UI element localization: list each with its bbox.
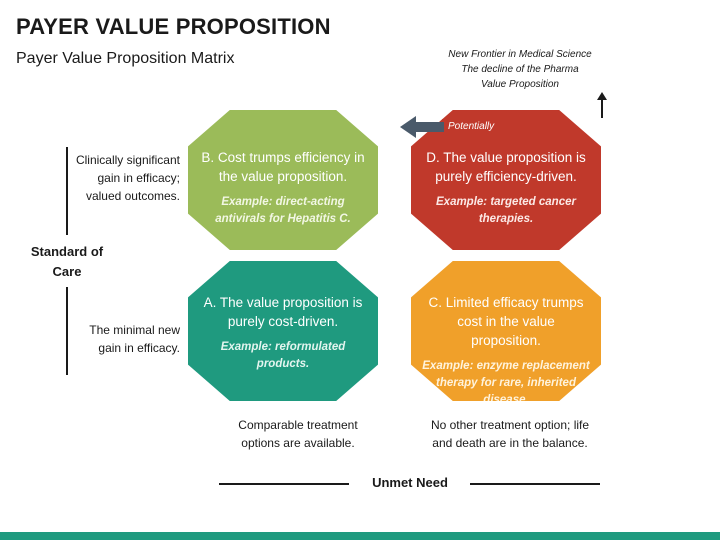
bottom-axis-left-note: Comparable treatment options are availab… [238, 418, 358, 450]
frontier-note: New Frontier in Medical Science The decl… [420, 47, 620, 92]
frontier-line-3: Value Proposition [480, 79, 559, 90]
quadrant-b-heading: B. Cost trumps efficiency in the value p… [201, 150, 365, 184]
quadrant-b-example: Example: direct-acting antivirals for He… [215, 196, 351, 225]
left-axis-line-top [66, 147, 68, 235]
footer-bar [0, 532, 720, 540]
bottom-axis-line-right [470, 483, 600, 485]
bottom-axis-line-left [219, 483, 349, 485]
left-axis-bottom-note: The minimal new gain in efficacy. [89, 323, 180, 355]
left-axis-line-bottom [66, 287, 68, 375]
frontier-line-1: New Frontier in Medical Science [448, 49, 592, 60]
left-arrow-icon [400, 116, 444, 138]
left-axis-top-note: Clinically significant gain in efficacy;… [75, 153, 180, 203]
up-arrow-icon [597, 92, 607, 118]
quadrant-c-example: Example: enzyme replacement therapy for … [422, 360, 590, 406]
bottom-axis-right-note: No other treatment option; life and deat… [430, 418, 590, 450]
quadrant-d-heading: D. The value proposition is purely effic… [426, 150, 586, 184]
quadrant-c: C. Limited efficacy trumps cost in the v… [411, 261, 601, 401]
potentially-label: Potentially [442, 119, 542, 135]
bottom-axis-label: Unmet Need [372, 475, 448, 490]
left-axis-label: Standard of Care [30, 244, 104, 279]
page-title: PAYER VALUE PROPOSITION [16, 14, 331, 39]
page-subtitle: Payer Value Proposition Matrix [16, 50, 235, 67]
quadrant-c-heading: C. Limited efficacy trumps cost in the v… [428, 295, 584, 348]
quadrant-a-heading: A. The value proposition is purely cost-… [203, 295, 363, 329]
frontier-line-2: The decline of the Pharma [461, 64, 579, 75]
quadrant-a: A. The value proposition is purely cost-… [188, 261, 378, 401]
quadrant-d-example: Example: targeted cancer therapies. [436, 196, 576, 225]
quadrant-a-example: Example: reformulated products. [220, 341, 346, 370]
quadrant-b: B. Cost trumps efficiency in the value p… [188, 110, 378, 250]
